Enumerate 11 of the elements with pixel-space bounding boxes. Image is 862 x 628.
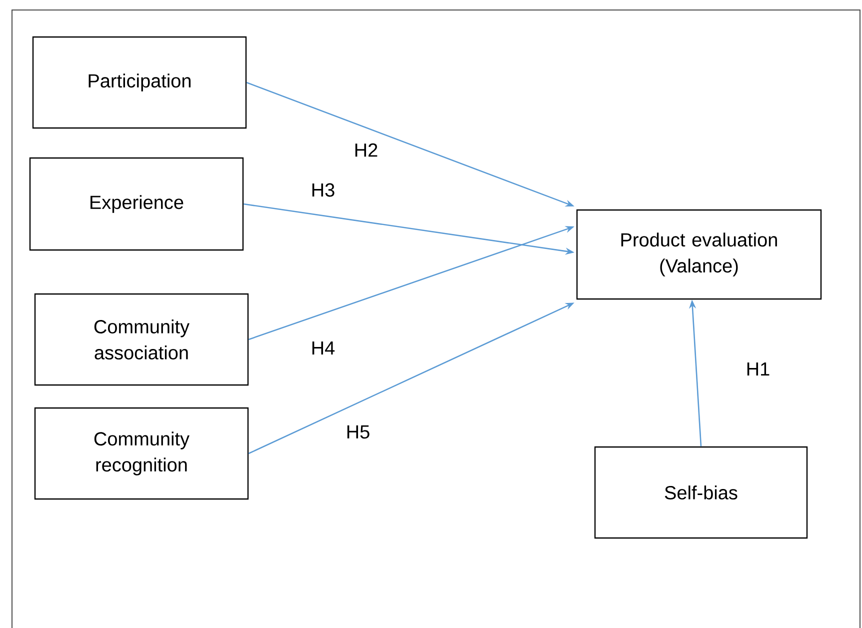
concept-box: Self-bias — [594, 446, 808, 539]
edge-label: H1 — [744, 361, 772, 377]
concept-box: Product evaluation (Valance) — [576, 209, 822, 300]
concept-box: Experience — [29, 157, 244, 251]
edge-label: H3 — [310, 182, 336, 198]
edge-label: H5 — [344, 424, 372, 440]
edge-label: H4 — [310, 340, 336, 356]
edge-label: H2 — [352, 142, 380, 158]
concept-box: Community recognition — [34, 407, 249, 500]
concept-box: Community association — [34, 293, 249, 386]
concept-box: Participation — [32, 36, 247, 129]
